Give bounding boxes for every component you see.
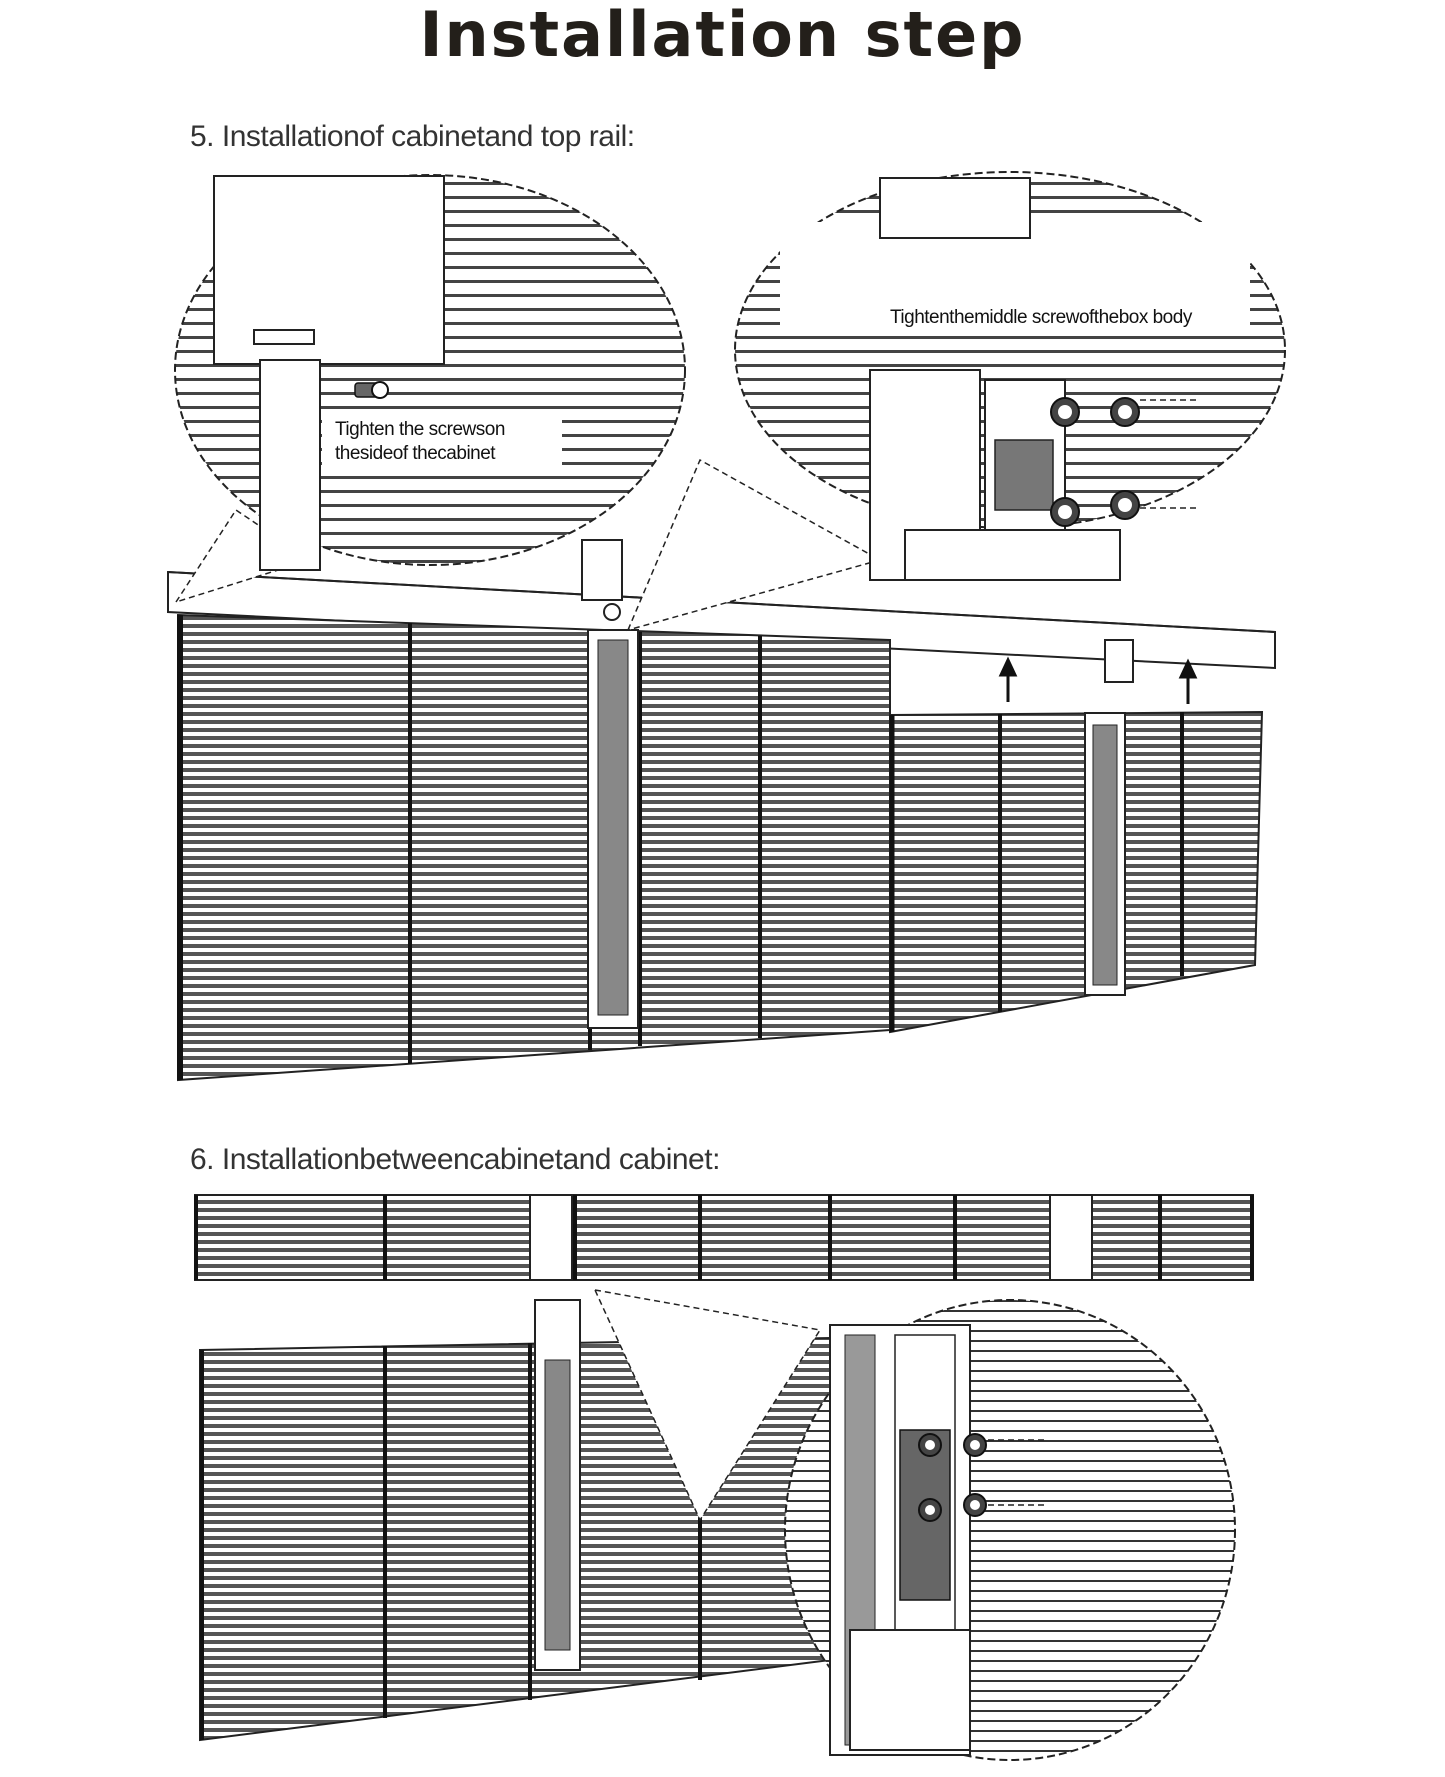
magnifier-callout-left <box>174 174 686 604</box>
step5-heading: 5. Installationof cabinetand top rail: <box>190 120 635 153</box>
cabinet-connector-top-left <box>529 1194 573 1281</box>
rail-bracket <box>581 539 623 601</box>
up-arrow-icon <box>998 656 1018 702</box>
magnifier-callout-right <box>626 171 1286 632</box>
cabinet-panel-right <box>889 710 1264 1034</box>
step5-diagram <box>167 171 1286 1082</box>
screw-icon <box>1050 497 1080 527</box>
screw-icon <box>963 1433 987 1457</box>
screw-icon <box>918 1498 942 1522</box>
callout-note-middle-text: Tightenthemiddle screwofthebox body <box>890 307 1192 328</box>
cabinet-connector-top-right <box>1049 1194 1093 1281</box>
screw-icon <box>354 381 389 399</box>
screw-icon <box>1110 397 1140 427</box>
callout-note-side-line1: Tighten the screwson <box>335 418 505 442</box>
cabinet-strip-top <box>194 1194 1254 1281</box>
cabinet-frame-closeup <box>213 175 445 365</box>
callout-note-side: Tighten the screwson thesideof thecabine… <box>335 418 555 466</box>
screw-icon <box>918 1433 942 1457</box>
step6-diagram <box>194 1194 1254 1761</box>
callout-note-side-line2: thesideof thecabinet <box>335 442 496 466</box>
screw-icon <box>1110 490 1140 520</box>
magnifier-callout-lower <box>593 1289 1236 1761</box>
page-title: Installation step <box>419 0 1026 71</box>
callout-note-middle: Tightenthemiddle screwofthebox body <box>890 306 1290 330</box>
rail-bracket-right <box>1104 639 1134 683</box>
screw-icon <box>1050 397 1080 427</box>
cabinet-row-lifting <box>889 639 1264 1034</box>
step6-heading: 6. Installationbetweencabinetand cabinet… <box>190 1143 720 1176</box>
cabinet-row-installed <box>177 539 891 1082</box>
cabinet-panel-left <box>177 613 891 1082</box>
up-arrow-icon <box>1178 658 1198 704</box>
screw-icon <box>963 1493 987 1517</box>
